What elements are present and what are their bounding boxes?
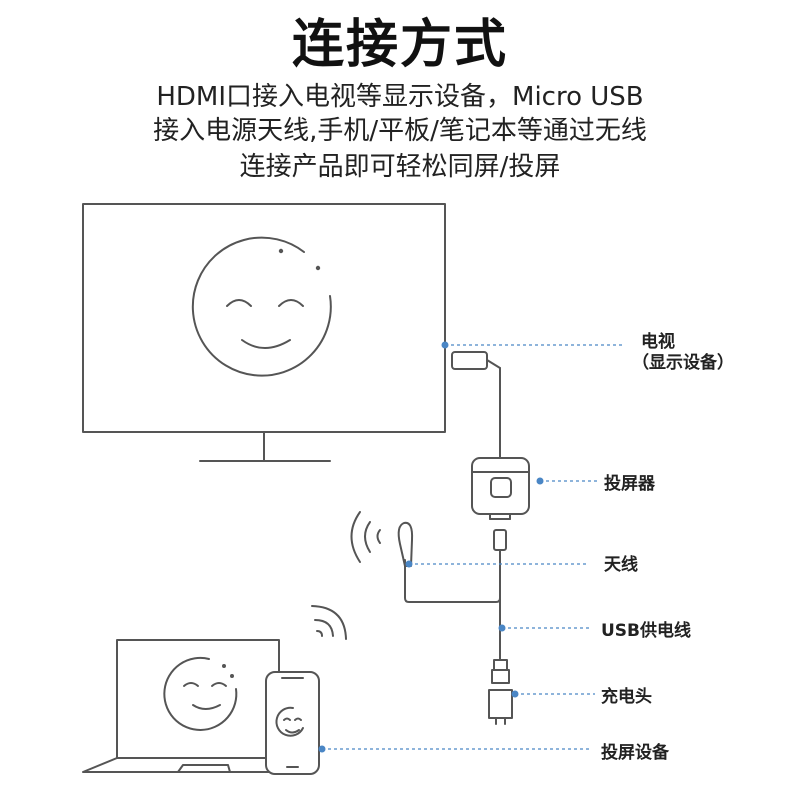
description-line-3: 连接产品即可轻松同屏/投屏 [239,152,561,182]
hdmi-cable [451,351,501,459]
antenna-cable [404,559,501,603]
projector-illustration [471,457,530,520]
description-line-2: 接入电源天线,手机/平板/笔记本等通过无线 [153,116,647,146]
charger-illustration [488,659,513,725]
phone-illustration [265,671,320,775]
label-charger: 充电头 [601,687,652,707]
antenna-illustration [397,521,414,567]
tv-illustration [82,203,446,462]
label-tv-sub: （显示设备） [632,353,734,373]
micro-usb-plug [493,529,507,551]
page-title: 连接方式 [291,15,508,75]
label-projector: 投屏器 [604,474,655,494]
label-tv: 电视 [641,332,675,352]
label-cast-device: 投屏设备 [601,743,669,763]
label-usb-cable: USB供电线 [601,621,692,641]
laptop-illustration [82,639,284,773]
label-antenna: 天线 [604,555,638,575]
description-line-1: HDMI口接入电视等显示设备，Micro USB [156,82,644,112]
